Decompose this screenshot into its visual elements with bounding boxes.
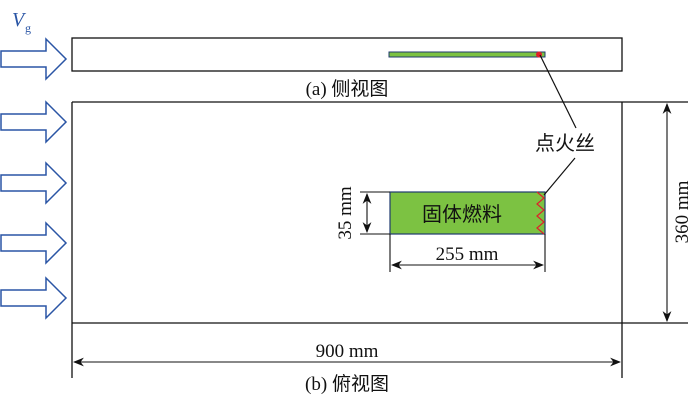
igniter-label: 点火丝 xyxy=(535,132,595,155)
igniter-wire xyxy=(536,191,545,235)
inflow-arrow-icon xyxy=(0,221,68,265)
leader-line xyxy=(539,54,577,129)
dim-domain-length-label: 900 mm xyxy=(316,341,379,362)
dim-domain-width-label: 360 mm xyxy=(672,180,693,243)
dim-fuel-length xyxy=(389,234,546,272)
inflow-arrow-icon xyxy=(0,276,68,320)
velocity-label: V xyxy=(12,9,27,31)
dim-fuel-width-label: 35 mm xyxy=(335,186,356,240)
leader-line xyxy=(543,157,576,196)
fuel-label: 固体燃料 xyxy=(422,203,502,226)
inflow-arrow-icon xyxy=(0,37,68,81)
velocity-subscript: g xyxy=(25,21,31,35)
side-view-fuel xyxy=(388,51,546,58)
side-view-domain xyxy=(71,37,623,72)
top-view-domain xyxy=(71,101,688,378)
inflow-arrows xyxy=(0,37,68,320)
fuel-sample xyxy=(389,191,546,235)
caption-top-view: (b) 俯视图 xyxy=(305,373,389,395)
caption-side-view: (a) 侧视图 xyxy=(306,78,389,100)
dim-fuel-length-label: 255 mm xyxy=(436,244,499,265)
inflow-arrow-icon xyxy=(0,161,68,205)
inflow-arrow-icon xyxy=(0,100,68,144)
dim-fuel-width xyxy=(360,191,390,235)
